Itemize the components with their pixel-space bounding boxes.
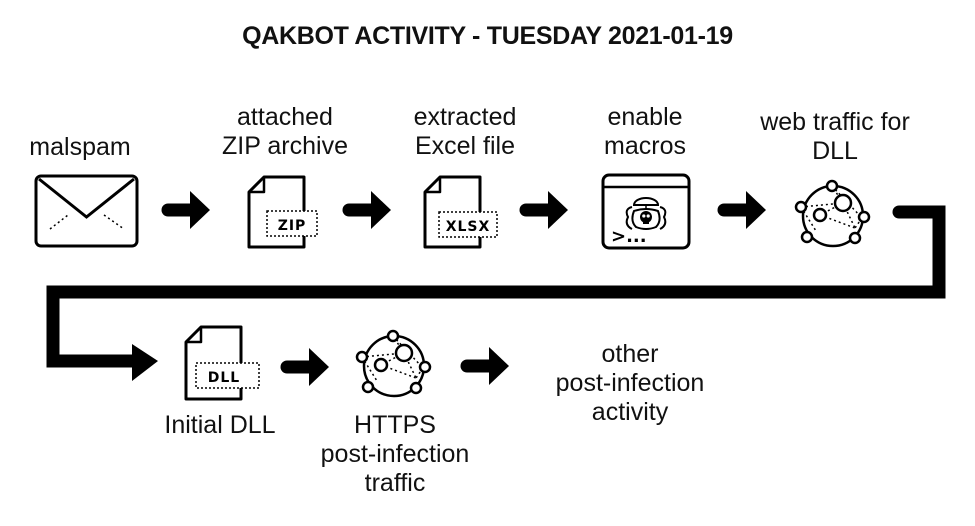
- xlsx-file-icon: XLSX: [423, 175, 498, 249]
- arrow-dll-to-https: [287, 348, 329, 386]
- prompt-text: >...: [611, 226, 647, 247]
- arrow-macros-to-web: [724, 191, 766, 229]
- label-line: HTTPS: [354, 411, 436, 439]
- label-line: DLL: [812, 137, 858, 165]
- dll-file-icon: DLL: [184, 325, 260, 401]
- label-line: post-infection: [555, 369, 705, 397]
- xlsx-tag: XLSX: [446, 219, 491, 235]
- label-line: traffic: [364, 469, 426, 497]
- malicious-macro-window-icon: >...: [601, 173, 691, 250]
- arrow-excel-to-macros: [526, 191, 568, 229]
- label-line: other: [601, 340, 659, 368]
- label-line: malspam: [29, 133, 131, 161]
- label-line: attached: [237, 103, 333, 131]
- connector-arrowhead: [132, 344, 158, 381]
- arrow-malspam-to-zip: [168, 191, 210, 229]
- label-line: Initial DLL: [164, 411, 276, 439]
- label-line: ZIP archive: [222, 132, 348, 160]
- dll-tag: DLL: [208, 370, 240, 386]
- zip-tag: ZIP: [278, 218, 307, 234]
- label-zip: attached ZIP archive: [200, 103, 370, 161]
- zip-file-icon: ZIP: [247, 175, 318, 249]
- label-https-traffic: HTTPS post-infection traffic: [300, 411, 490, 498]
- label-line: enable: [607, 103, 683, 131]
- envelope-icon: [34, 174, 139, 248]
- label-excel: extracted Excel file: [385, 103, 545, 161]
- label-line: activity: [591, 398, 669, 426]
- network-globe-icon: [355, 329, 432, 398]
- label-initial-dll: Initial DLL: [145, 411, 295, 440]
- label-line: web traffic for: [760, 108, 910, 136]
- label-line: post-infection: [320, 440, 470, 468]
- bug-skull-icon: [625, 197, 667, 230]
- label-macros: enable macros: [575, 103, 715, 161]
- connector-start-cap: [892, 205, 906, 219]
- arrow-https-to-other: [467, 347, 509, 385]
- label-line: Excel file: [414, 132, 516, 160]
- diagram-title: QAKBOT ACTIVITY - TUESDAY 2021-01-19: [242, 22, 733, 50]
- label-line: macros: [604, 132, 686, 160]
- label-web-traffic: web traffic for DLL: [735, 108, 935, 166]
- label-malspam: malspam: [20, 133, 140, 162]
- network-globe-icon: [794, 179, 871, 248]
- connector-wrap-arrow: [46, 205, 946, 368]
- label-other-activity: other post-infection activity: [540, 340, 720, 427]
- arrow-zip-to-excel: [349, 191, 391, 229]
- label-line: extracted: [413, 103, 517, 131]
